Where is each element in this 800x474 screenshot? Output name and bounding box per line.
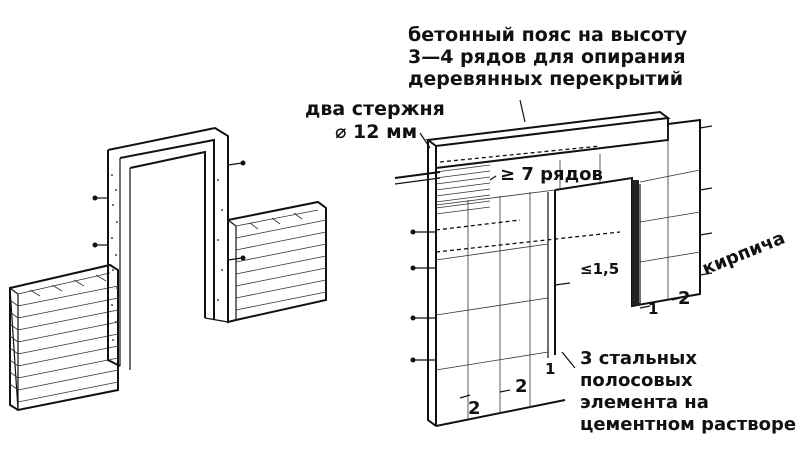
belt-label-line1: бетонный пояс на высоту xyxy=(408,24,688,46)
left-brick-wall xyxy=(9,263,119,412)
rods-label-line2: ⌀ 12 мм xyxy=(335,121,418,143)
belt-label-line2: 3—4 рядов для опирания xyxy=(408,46,686,68)
ratio-label: ≤1,5 xyxy=(580,260,620,278)
strips-label-line2: полосовых xyxy=(580,370,693,391)
belt-label-line3: деревянных перекрытий xyxy=(408,68,684,90)
right-wall-panel xyxy=(394,110,713,427)
dim-bottom-2a: 2 xyxy=(468,398,481,419)
strips-label-line3: элемента на xyxy=(580,392,709,413)
rows-label: ≥ 7 рядов xyxy=(500,164,603,185)
rods-label-line1: два стержня xyxy=(305,98,445,120)
left-brick-wall-right xyxy=(227,200,327,324)
dim-bottom-1: 1 xyxy=(545,360,556,378)
strips-label-line1: 3 стальных xyxy=(580,348,697,369)
dim-bottom-2b: 2 xyxy=(515,376,528,397)
leader-lines xyxy=(419,99,576,369)
dimension-marks xyxy=(459,297,681,399)
left-door-frame xyxy=(92,126,246,370)
dim-right-2: 2 xyxy=(678,288,691,309)
dim-right-1: 1 xyxy=(648,300,659,318)
strips-label-line4: цементном растворе xyxy=(580,414,797,435)
